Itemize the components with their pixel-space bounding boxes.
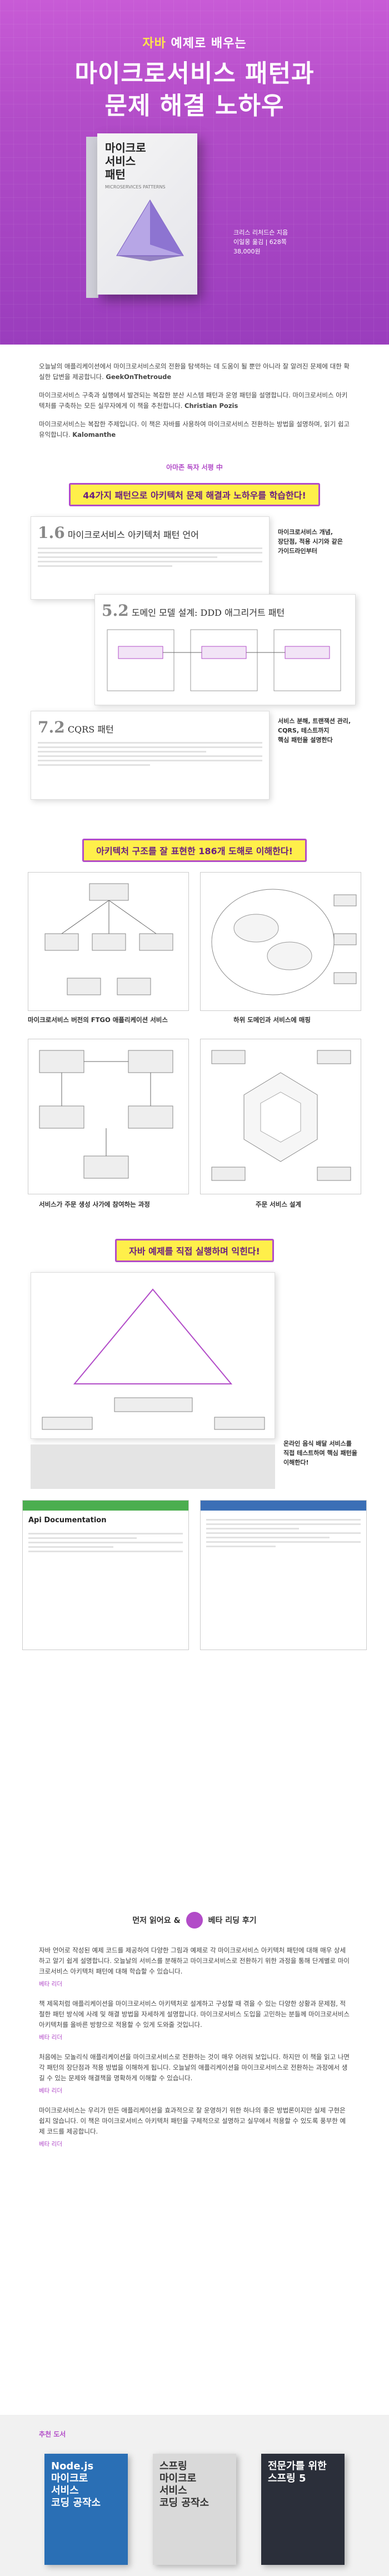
- book-author: 크리스 리처드슨 지음: [233, 229, 288, 236]
- section-patterns: 44가지 패턴으로 아키텍처 문제 해결과 노하우를 학습한다! 1.6 마이크…: [0, 483, 389, 839]
- diagram-subdomains: [200, 872, 361, 1011]
- cover-subtitle: MICROSERVICES PATTERNS: [105, 185, 166, 190]
- page-number: 1.6: [38, 524, 65, 542]
- book-front: 마이크로 서비스 패턴 MICROSERVICES PATTERNS: [97, 133, 197, 295]
- page-title: 도메인 모델 설계: DDD 애그리거트 패턴: [131, 607, 285, 618]
- page-title: 마이크로서비스 아키텍처 패턴 언어: [67, 530, 199, 540]
- swagger-heading: Api Documentation: [28, 1516, 107, 1524]
- intro: 오늘날의 애플리케이션에서 마이크로서비스로의 전환을 탐색하는 데 도움이 될…: [0, 345, 389, 459]
- intro-paragraph: 마이크로서비스 구축과 실행에서 발견되는 복잡한 분산 시스템 패턴과 운영 …: [39, 391, 348, 410]
- section-banner: 44가지 패턴으로 아키텍처 문제 해결과 노하우를 학습한다!: [69, 483, 320, 506]
- diagram-caption: 하위 도메인과 서비스에 매핑: [233, 1016, 311, 1024]
- sample-page-2: 5.2 도메인 모델 설계: DDD 애그리거트 패턴: [94, 594, 356, 705]
- sample-page-1: 1.6 마이크로서비스 아키텍처 패턴 언어: [31, 516, 270, 600]
- section-banner: 자바 예제를 직접 실행하며 익힌다!: [115, 1239, 274, 1262]
- hero-title-line2: 문제 해결 노하우: [104, 92, 285, 120]
- architecture-diagram: [42, 1288, 265, 1430]
- recommended-book[interactable]: 스프링 마이크로 서비스 코딩 공작소: [153, 2454, 236, 2565]
- book-info: 크리스 리처드슨 지음 이일웅 옮김 | 628쪽 38,000원: [233, 228, 288, 256]
- reviews-heading: 아마존 독자 서평 中: [166, 464, 223, 471]
- diagram-caption: 주문 서비스 설계: [256, 1200, 302, 1208]
- reader-reviews: 자바 언어로 작성된 예제 코드를 제공하여 다양한 그림과 예제로 각 마이크…: [39, 1945, 350, 2159]
- diagram-caption: 서비스가 주문 생성 사가에 참여하는 과정: [39, 1200, 150, 1208]
- review-author: 베타 리더: [39, 2141, 62, 2148]
- recommended-label: 추천 도서: [39, 2430, 66, 2438]
- diagram-order-service: [200, 1039, 361, 1194]
- sample-page-3: 7.2 CQRS 패턴: [31, 711, 270, 800]
- swagger-topbar: [23, 1501, 188, 1511]
- pyramid-illustration: [116, 200, 184, 261]
- hero-kicker: 자바 예제로 배우는: [0, 33, 389, 51]
- book-translator: 이일웅 옮김 | 628쪽: [233, 238, 287, 246]
- kicker-rest: 예제로 배우는: [171, 37, 247, 51]
- hero: 자바 예제로 배우는 마이크로서비스 패턴과 문제 해결 노하우 마이크로 서비…: [0, 0, 389, 345]
- intro-paragraph: 오늘날의 애플리케이션에서 마이크로서비스로의 전환을 탐색하는 데 도움이 될…: [39, 362, 350, 381]
- recommended-book[interactable]: 전문가를 위한 스프링 5: [261, 2454, 345, 2565]
- callout-concepts: 마이크로서비스 개념, 장단점, 적용 시기와 같은 가이드라인부터: [278, 527, 361, 556]
- diagram-saga: [28, 1039, 189, 1194]
- swagger-screenshot: Api Documentation: [22, 1500, 189, 1650]
- kicker-tag: 자바: [142, 37, 166, 51]
- recommended-book[interactable]: Node.js 마이크로 서비스 코딩 공작소: [44, 2454, 128, 2565]
- ftgo-diagram-art: [44, 883, 173, 995]
- page-title: CQRS 패턴: [67, 724, 114, 735]
- hero-title: 마이크로서비스 패턴과 문제 해결 노하우: [0, 58, 389, 122]
- heading-part-b: 베타 리딩 후기: [208, 1916, 257, 1925]
- saga-diagram-art: [39, 1050, 173, 1179]
- book-price: 38,000원: [233, 248, 261, 255]
- app-topbar: [201, 1501, 366, 1511]
- callout-online-demo: 온라인 음식 배달 서비스를 직접 테스트하며 핵심 패턴을 이해한다!: [283, 1439, 372, 1467]
- review-author: 베타 리더: [39, 1981, 62, 1987]
- review-text: 마이크로서비스는 우리가 만든 애플리케이션을 효과적으로 잘 운영하기 위한 …: [39, 2106, 346, 2135]
- app-screenshot: [200, 1500, 367, 1650]
- intro-paragraph: 마이크로서비스는 복잡한 주제입니다. 이 책은 자바를 사용하여 마이크로서비…: [39, 420, 350, 439]
- review-text: 책 제목처럼 애플리케이션을 마이크로서비스 아키텍처로 설계하고 구성할 때 …: [39, 2000, 350, 2029]
- section-java-examples: 자바 예제를 직접 실행하며 익힌다! 온라인 음식 배달 서비스를 직접 테스…: [0, 1239, 389, 1672]
- diagram-caption: 마이크로서비스 버전의 FTGO 애플리케이션 서비스: [28, 1016, 168, 1024]
- code-block: [31, 1444, 275, 1489]
- cover-title: 마이크로 서비스 패턴: [105, 141, 146, 181]
- page-number: 5.2: [102, 601, 129, 620]
- page-number: 7.2: [38, 718, 65, 736]
- section-banner: 아키텍처 구조를 잘 표현한 186개 도해로 이해한다!: [82, 839, 307, 862]
- book-cover: 마이크로 서비스 패턴 MICROSERVICES PATTERNS: [86, 133, 208, 300]
- subdomain-diagram-art: [211, 889, 357, 995]
- sample-code-page: [31, 1272, 275, 1439]
- diagram-ftgo-services: [28, 872, 189, 1011]
- reader-review-heading: 먼저 읽어요 & 베타 리딩 후기: [0, 1912, 389, 1929]
- review-text: 처음에는 모놀리식 애플리케이션을 마이크로서비스로 전환하는 것이 매우 어려…: [39, 2053, 350, 2082]
- review-author: 베타 리더: [39, 2087, 62, 2094]
- hero-title-line1: 마이크로서비스 패턴과: [74, 59, 315, 88]
- aggregate-diagram: [107, 629, 341, 691]
- callout-core-patterns: 서비스 분해, 트랜잭션 관리, CQRS, 테스트까지 핵심 패턴을 설명한다: [278, 716, 361, 745]
- heading-part-a: 먼저 읽어요 &: [132, 1916, 181, 1925]
- order-diagram-art: [211, 1050, 351, 1181]
- book-spine: [86, 137, 98, 298]
- review-author: 베타 리더: [39, 2034, 62, 2041]
- section-diagrams: 아키텍처 구조를 잘 표현한 186개 도해로 이해한다! 마이크로서비스 버전…: [0, 839, 389, 1239]
- recommended-books: 추천 도서 Node.js 마이크로 서비스 코딩 공작소 스프링 마이크로 서…: [0, 2415, 389, 2576]
- reader-badge-icon: [186, 1912, 203, 1929]
- review-text: 자바 언어로 작성된 예제 코드를 제공하여 다양한 그림과 예제로 각 마이크…: [39, 1946, 350, 1975]
